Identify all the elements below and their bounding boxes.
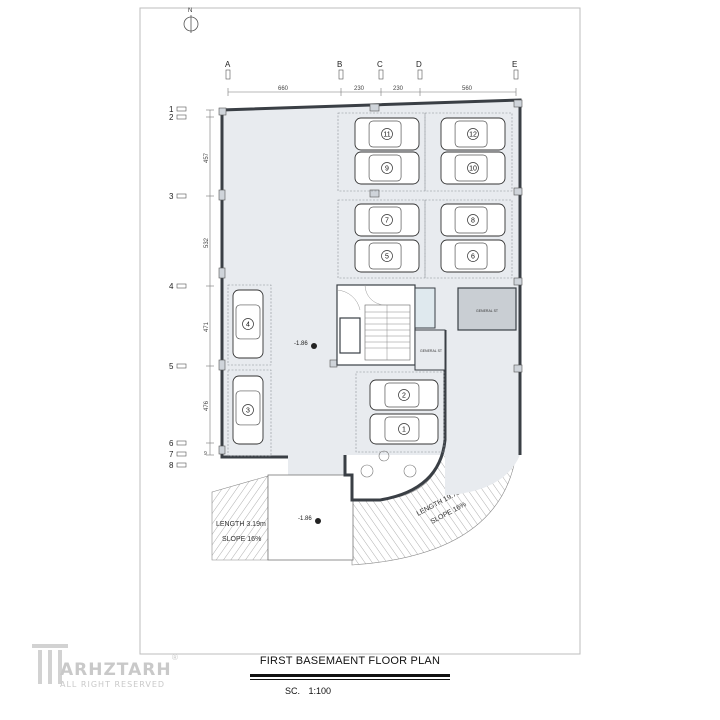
grid-row-4: 4	[169, 282, 174, 291]
watermark-reg: ®	[172, 653, 178, 662]
level-main-value: -1.86	[294, 341, 308, 347]
drawing-title: FIRST BASEMAENT FLOOR PLAN	[259, 655, 441, 667]
car-icon: 7	[354, 203, 420, 237]
car-icon: 12	[440, 117, 506, 151]
watermark-logo	[30, 640, 180, 690]
car-number-badge	[467, 250, 479, 262]
dim-row-23: 457	[204, 152, 210, 163]
car-icon: 2	[369, 379, 439, 411]
title-underline-thick	[250, 674, 450, 677]
car-icon: 8	[440, 203, 506, 237]
car-icon: 11	[354, 117, 420, 151]
car-icon: 4	[232, 289, 264, 359]
car-number-badge	[398, 389, 410, 401]
car-number-label: 2	[402, 393, 406, 400]
grid-col-d: D	[416, 60, 422, 69]
north-label: N	[188, 8, 192, 14]
grid-row-6: 6	[169, 439, 174, 448]
car-number-label: 10	[469, 166, 477, 173]
level-marker-ramp: -1.86	[298, 516, 321, 524]
scale-label: SC.	[285, 686, 301, 696]
dim-row-56: 476	[204, 400, 210, 411]
car-number-label: 8	[471, 218, 475, 225]
car-number-badge	[467, 128, 479, 140]
grid-row-1: 1	[169, 105, 174, 114]
grid-col-b: B	[337, 60, 342, 69]
grid-col-a: A	[225, 60, 231, 69]
column-logo-icon	[32, 644, 68, 684]
grid-col-c: C	[377, 60, 383, 69]
grid-col-e: E	[512, 60, 517, 69]
car-number-label: 6	[471, 254, 475, 261]
scale-note: SC. 1:100	[285, 686, 331, 696]
parking-stalls	[227, 112, 513, 457]
storage-room-a: GENERAL ST	[457, 287, 517, 331]
column-grid: A B C D E 660 230 230 560	[225, 60, 519, 96]
row-grid: 1 2 3 4 5 6 7 8 457 532 471 476 9	[169, 105, 214, 470]
car-number-badge	[242, 318, 254, 330]
storage-room-b: GENERAL ST	[420, 349, 443, 353]
structural-columns	[218, 99, 523, 455]
car-number-label: 4	[246, 322, 250, 329]
dim-cd: 230	[393, 86, 404, 92]
level-ramp-value: -1.86	[298, 516, 312, 522]
grid-row-3: 3	[169, 192, 174, 201]
planter-icons	[360, 450, 417, 478]
watermark-brand: ARHZTARH	[60, 660, 172, 680]
dim-ab: 660	[278, 86, 289, 92]
car-number-badge	[467, 214, 479, 226]
car-icon: 5	[354, 239, 420, 273]
ramp-left: LENGTH 3.19m SLOPE 16%	[211, 475, 269, 561]
scale-value: 1:100	[308, 686, 332, 696]
car-number-label: 5	[385, 254, 389, 261]
car-icon: 3	[232, 375, 264, 445]
grid-row-8: 8	[169, 461, 174, 470]
car-number-label: 12	[469, 132, 477, 139]
dim-small: 9	[204, 451, 207, 457]
watermark-sub: ALL RIGHT RESERVED	[60, 680, 166, 689]
car-icon: 1	[369, 413, 439, 445]
grid-row-5: 5	[169, 362, 174, 371]
grid-row-7: 7	[169, 450, 174, 459]
grid-row-2: 2	[169, 113, 174, 122]
car-number-badge	[242, 404, 254, 416]
ramp-left-slope: SLOPE 16%	[222, 536, 261, 543]
ramp-left-length: LENGTH 3.19m	[216, 521, 266, 528]
car-number-badge	[381, 128, 393, 140]
car-number-badge	[398, 423, 410, 435]
car-number-label: 9	[385, 166, 389, 173]
storage-room-b-label: GENERAL ST	[420, 349, 443, 353]
entrance-slab	[267, 474, 354, 561]
dim-de: 560	[462, 86, 473, 92]
dim-bc: 230	[354, 86, 365, 92]
dim-row-34: 532	[204, 237, 210, 248]
stair-core	[336, 284, 446, 371]
car-icon: 9	[354, 151, 420, 185]
car-number-label: 11	[383, 132, 390, 139]
sheet-frame	[139, 7, 581, 655]
car-icon: 6	[440, 239, 506, 273]
car-icon: 10	[440, 151, 506, 185]
dim-row-45: 471	[204, 321, 210, 332]
car-number-label: 3	[246, 408, 250, 415]
storage-room-a-label: GENERAL ST	[476, 309, 499, 313]
car-number-label: 7	[385, 218, 389, 225]
car-number-badge	[381, 250, 393, 262]
level-marker-main: -1.86	[294, 341, 317, 349]
title-underline-thin	[250, 679, 450, 680]
car-number-badge	[467, 162, 479, 174]
north-arrow-icon: N	[183, 8, 199, 33]
car-number-label: 1	[402, 427, 406, 434]
car-number-badge	[381, 162, 393, 174]
car-number-badge	[381, 214, 393, 226]
